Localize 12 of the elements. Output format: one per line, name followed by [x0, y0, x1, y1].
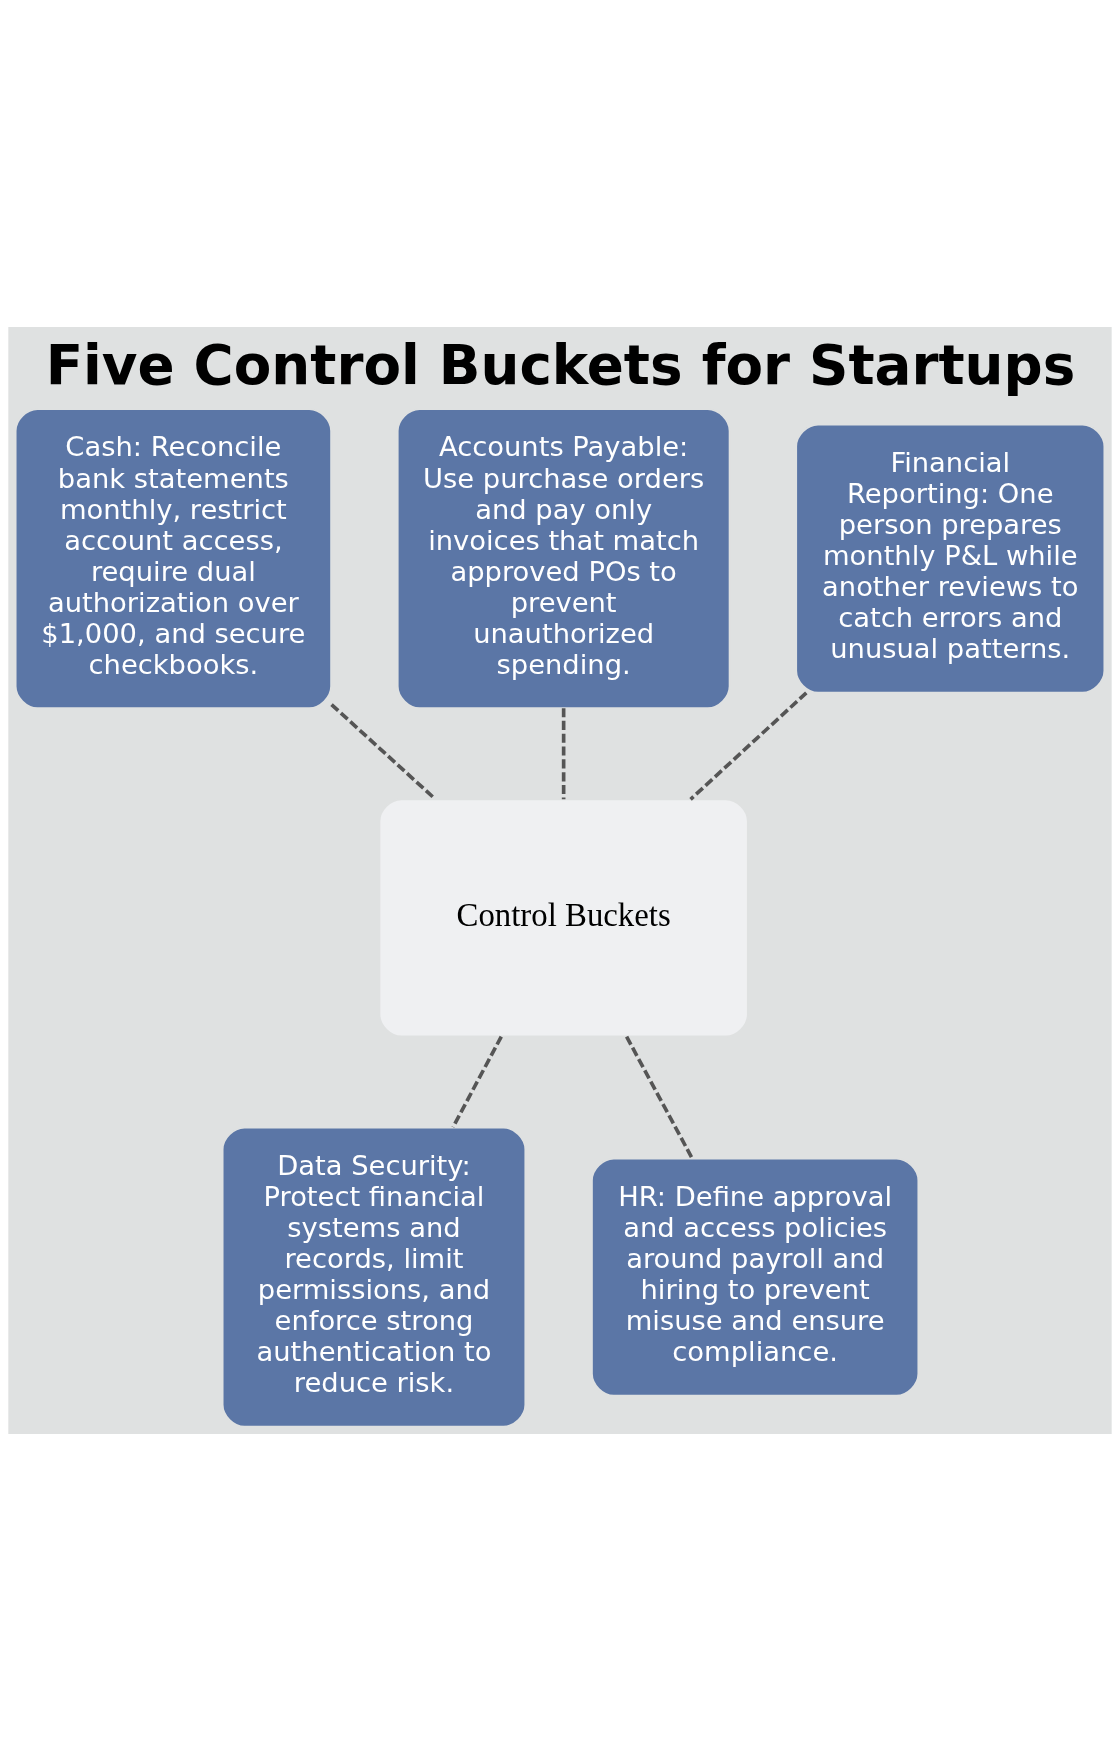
node-box: HR: Define approval and access policies around payroll and hiring to prevent misuse and ensure compliance.: [591, 1157, 920, 1397]
node-box: Data Security: Protect financial systems and records, limit permissions, and enforce strong authentication to reduce risk.: [221, 1126, 527, 1428]
node-box: Control Buckets: [378, 797, 749, 1037]
diagram-title: Five Control Buckets for Startups: [45, 332, 1076, 397]
node-box: Financial Reporting: One person prepares monthly P&L while another reviews to catch errors and unusual patterns.: [795, 423, 1106, 694]
node-box: Cash: Reconcile bank statements monthly, restrict account access, require dual authorization over $1,000, and secure checkbooks.: [14, 407, 333, 709]
connector: [689, 691, 808, 801]
connector: [451, 1035, 503, 1128]
connector: [625, 1035, 694, 1159]
connector: [561, 707, 566, 799]
connector: [330, 702, 437, 800]
node-box: Accounts Payable: Use purchase orders and pay only invoices that match approved POs to prevent unauthorized spending.: [396, 407, 731, 709]
